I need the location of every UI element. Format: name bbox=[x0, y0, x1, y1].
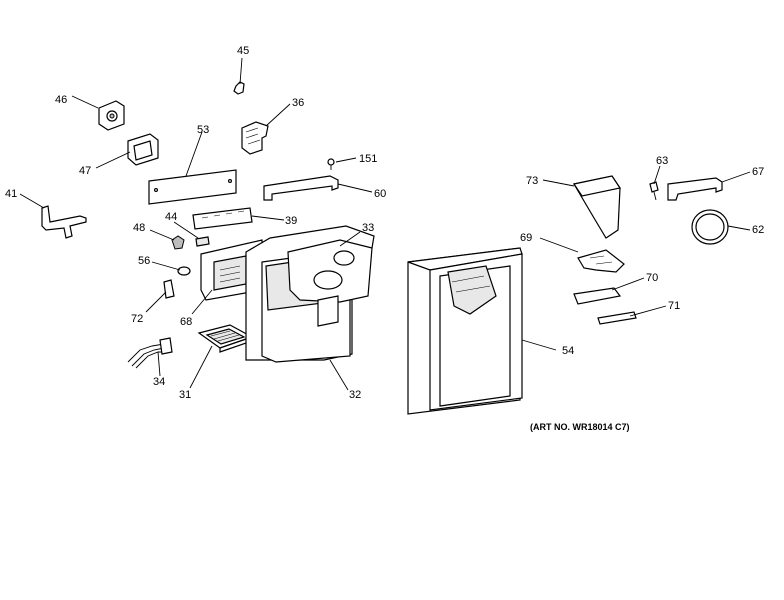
label-67: 67 bbox=[752, 166, 764, 178]
label-63: 63 bbox=[656, 155, 668, 167]
label-54: 54 bbox=[562, 345, 574, 357]
label-60: 60 bbox=[374, 188, 386, 200]
part-71 bbox=[597, 311, 637, 325]
part-44 bbox=[195, 236, 210, 247]
part-73-chute bbox=[573, 175, 621, 239]
part-54-door-panel bbox=[407, 247, 523, 415]
label-44: 44 bbox=[165, 211, 177, 223]
label-72: 72 bbox=[131, 313, 143, 325]
part-45-clip bbox=[233, 81, 245, 95]
label-68: 68 bbox=[180, 316, 192, 328]
part-34-wire-harness bbox=[127, 337, 173, 369]
callout-labels: 45 46 36 53 47 41 151 60 33 39 44 48 56 … bbox=[5, 45, 764, 401]
label-31: 31 bbox=[179, 389, 191, 401]
label-45: 45 bbox=[237, 45, 249, 57]
part-36-switch bbox=[241, 121, 269, 155]
label-33: 33 bbox=[362, 222, 374, 234]
part-151-screw bbox=[327, 158, 335, 170]
label-69: 69 bbox=[520, 232, 532, 244]
part-60-rail bbox=[263, 175, 339, 201]
part-72 bbox=[163, 279, 175, 299]
leader-lines bbox=[19, 57, 751, 391]
label-70: 70 bbox=[646, 272, 658, 284]
label-56: 56 bbox=[138, 255, 150, 267]
part-47-frame bbox=[127, 133, 159, 166]
label-34: 34 bbox=[153, 376, 165, 388]
label-36: 36 bbox=[292, 97, 304, 109]
label-151: 151 bbox=[359, 153, 377, 165]
label-71: 71 bbox=[668, 300, 680, 312]
part-33-funnel bbox=[287, 239, 373, 327]
part-67-bracket bbox=[667, 177, 723, 201]
part-48 bbox=[171, 235, 185, 250]
part-69-flap bbox=[577, 249, 625, 273]
part-31-drip-tray bbox=[197, 324, 254, 353]
label-48: 48 bbox=[133, 222, 145, 234]
part-53-plate bbox=[148, 169, 237, 205]
label-41: 41 bbox=[5, 188, 17, 200]
part-39-panel bbox=[192, 207, 253, 230]
part-56 bbox=[177, 266, 191, 276]
label-46: 46 bbox=[55, 94, 67, 106]
part-63-pin bbox=[649, 181, 659, 201]
label-47: 47 bbox=[79, 165, 91, 177]
part-70 bbox=[573, 287, 622, 305]
label-39: 39 bbox=[285, 215, 297, 227]
art-number: (ART NO. WR18014 C7) bbox=[530, 422, 630, 432]
label-73: 73 bbox=[526, 175, 538, 187]
part-41-lever bbox=[41, 205, 87, 239]
label-62: 62 bbox=[752, 224, 764, 236]
label-32: 32 bbox=[349, 389, 361, 401]
part-62-ring bbox=[691, 209, 729, 245]
part-46-knob bbox=[98, 100, 125, 131]
label-53: 53 bbox=[197, 124, 209, 136]
